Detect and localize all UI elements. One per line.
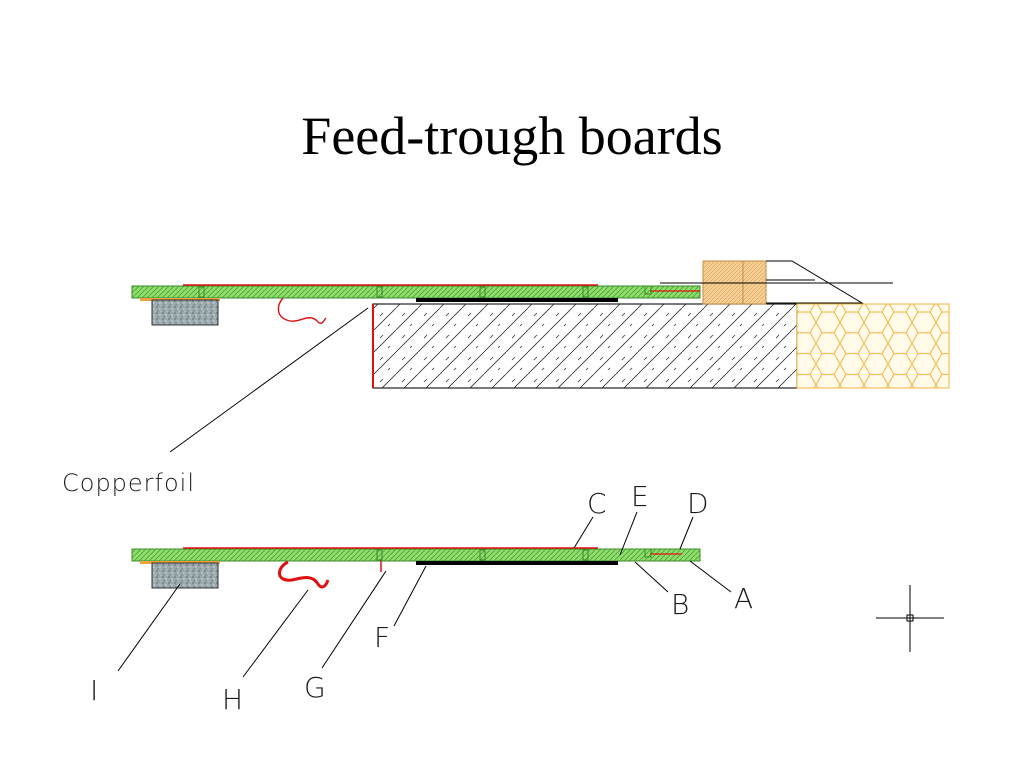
via <box>582 549 589 561</box>
label-c: C <box>587 487 607 520</box>
label-d: D <box>687 487 709 520</box>
bottom-board <box>131 548 701 562</box>
leader-h <box>242 589 309 678</box>
hatched-substrate <box>372 303 798 389</box>
black-foil <box>416 298 618 302</box>
bottom-assembly <box>131 547 701 589</box>
red-wire <box>277 297 327 325</box>
crosshair-cursor-icon <box>876 585 944 652</box>
top-board <box>131 285 701 299</box>
gray-block <box>151 562 219 589</box>
leader-lines <box>117 511 732 678</box>
label-g: G <box>304 671 326 704</box>
via <box>376 549 383 561</box>
via <box>644 285 652 295</box>
label-f: F <box>374 621 390 654</box>
via <box>376 286 383 298</box>
via <box>198 286 205 298</box>
label-i: I <box>90 674 98 707</box>
copperfoil-label: Copperfoil <box>62 469 195 497</box>
leader-g <box>321 570 387 669</box>
leader-d <box>679 516 694 550</box>
leader-c <box>573 516 594 549</box>
label-h: H <box>222 683 243 716</box>
copperfoil-leader <box>169 307 369 453</box>
via <box>479 286 486 298</box>
leader-i <box>117 583 181 672</box>
leader-b <box>634 561 669 593</box>
label-e: E <box>631 480 649 513</box>
honeycomb-panel <box>796 303 950 389</box>
label-b: B <box>671 588 689 621</box>
red-wire <box>278 560 330 589</box>
black-foil <box>416 561 618 565</box>
via <box>479 549 486 561</box>
leader-f <box>393 565 427 627</box>
via <box>582 286 589 298</box>
leader-a <box>689 560 732 593</box>
top-assembly <box>131 260 950 453</box>
via <box>644 548 652 558</box>
letter-labels: C E D B A F G H I <box>90 480 753 716</box>
wedge-outline <box>766 260 864 304</box>
label-a: A <box>734 582 753 615</box>
leader-e <box>619 511 638 556</box>
slide-title: Feed-trough boards <box>301 106 723 166</box>
gray-block <box>151 299 219 326</box>
